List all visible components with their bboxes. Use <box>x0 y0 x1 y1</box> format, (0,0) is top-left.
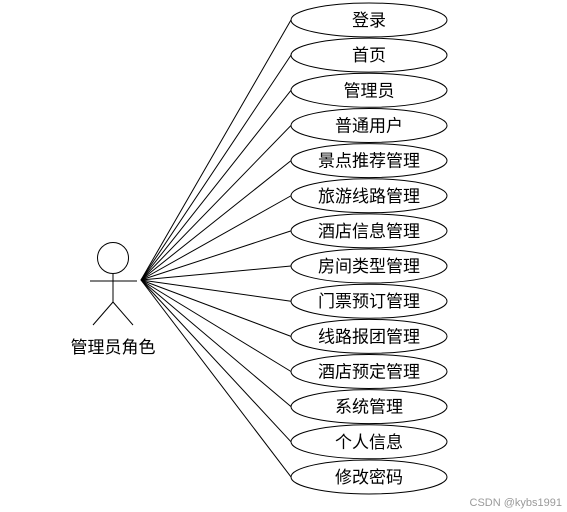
use-case: 管理员 <box>290 72 448 108</box>
use-case-list: 登录首页管理员普通用户景点推荐管理旅游线路管理酒店信息管理房间类型管理门票预订管… <box>290 2 448 495</box>
use-case-ellipse <box>290 2 448 38</box>
use-case: 登录 <box>290 2 448 38</box>
use-case: 普通用户 <box>290 107 448 143</box>
association-lines <box>140 19 292 478</box>
use-case-ellipse <box>290 248 448 284</box>
watermark: CSDN @kybs1991 <box>470 497 562 509</box>
use-case-ellipse <box>290 213 448 249</box>
use-case: 个人信息 <box>290 424 448 460</box>
use-case-label: 房间类型管理 <box>318 257 420 277</box>
use-case: 酒店信息管理 <box>290 213 448 249</box>
use-case: 系统管理 <box>290 389 448 425</box>
association-line <box>140 54 292 281</box>
use-case-label: 个人信息 <box>335 433 403 453</box>
association-line <box>140 160 292 281</box>
use-case-label: 系统管理 <box>335 398 403 418</box>
association-line <box>140 279 292 372</box>
use-case-ellipse <box>290 424 448 460</box>
use-case: 首页 <box>290 37 448 73</box>
actor: 管理员角色 <box>71 242 156 358</box>
association-line <box>140 279 292 302</box>
use-case: 酒店预定管理 <box>290 354 448 389</box>
use-case-label: 酒店预定管理 <box>318 363 420 383</box>
actor-right-leg <box>112 301 134 326</box>
use-case-ellipse <box>290 37 448 73</box>
use-case-label: 修改密码 <box>335 468 403 488</box>
use-case: 修改密码 <box>290 459 448 495</box>
use-case-ellipse <box>290 354 448 389</box>
actor-head <box>97 242 129 274</box>
use-case-label: 酒店信息管理 <box>318 222 420 242</box>
use-case-label: 普通用户 <box>335 116 403 136</box>
use-case-ellipse <box>290 283 448 319</box>
actor-label: 管理员角色 <box>71 338 156 358</box>
use-case-ellipse <box>290 459 448 495</box>
use-case-label: 线路报团管理 <box>318 327 420 347</box>
use-case-ellipse <box>290 143 448 179</box>
use-case-label: 登录 <box>352 11 386 31</box>
use-case-ellipse <box>290 318 448 354</box>
use-case-label: 首页 <box>352 46 386 66</box>
use-case: 景点推荐管理 <box>290 143 448 179</box>
association-line <box>140 279 292 408</box>
use-case: 线路报团管理 <box>290 318 448 354</box>
use-case-label: 景点推荐管理 <box>318 152 420 172</box>
actor-left-leg <box>92 301 114 326</box>
use-case-label: 门票预订管理 <box>318 292 420 312</box>
use-case-ellipse <box>290 389 448 425</box>
association-line <box>140 279 292 478</box>
association-line <box>140 230 292 281</box>
association-line <box>140 279 292 443</box>
association-line <box>140 89 292 281</box>
association-line <box>140 125 292 281</box>
use-case: 房间类型管理 <box>290 248 448 284</box>
association-line <box>140 279 292 337</box>
use-case-ellipse <box>290 178 448 214</box>
use-case: 旅游线路管理 <box>290 178 448 214</box>
use-case: 门票预订管理 <box>290 283 448 319</box>
association-line <box>140 265 292 281</box>
association-line <box>140 19 292 281</box>
association-line <box>140 195 292 281</box>
use-case-label: 管理员 <box>344 81 395 101</box>
use-case-ellipse <box>290 107 448 143</box>
use-case-label: 旅游线路管理 <box>318 187 420 207</box>
use-case-ellipse <box>290 72 448 108</box>
